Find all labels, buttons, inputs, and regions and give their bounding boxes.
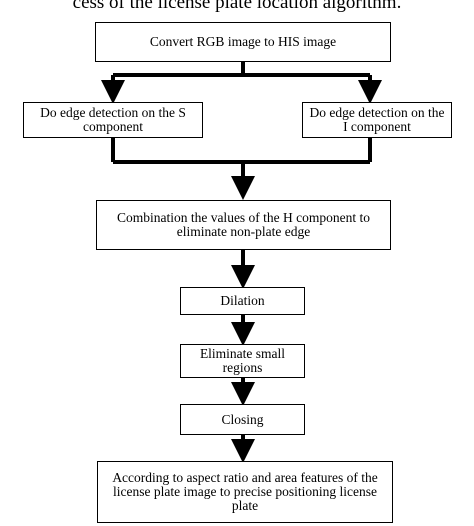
node-final-positioning: According to aspect ratio and area featu… <box>97 461 393 523</box>
node-closing: Closing <box>180 404 305 435</box>
node-eliminate-small-regions: Eliminate small regions <box>180 344 305 378</box>
node-combination-h: Combination the values of the H componen… <box>96 200 391 250</box>
node-convert-rgb-to-his: Convert RGB image to HIS image <box>95 22 391 62</box>
node-dilation: Dilation <box>180 287 305 315</box>
node-edge-detection-s: Do edge detection on the S component <box>23 102 203 138</box>
node-edge-detection-i: Do edge detection on the I component <box>302 102 452 138</box>
figure-caption: cess of the license plate location algor… <box>72 0 402 13</box>
